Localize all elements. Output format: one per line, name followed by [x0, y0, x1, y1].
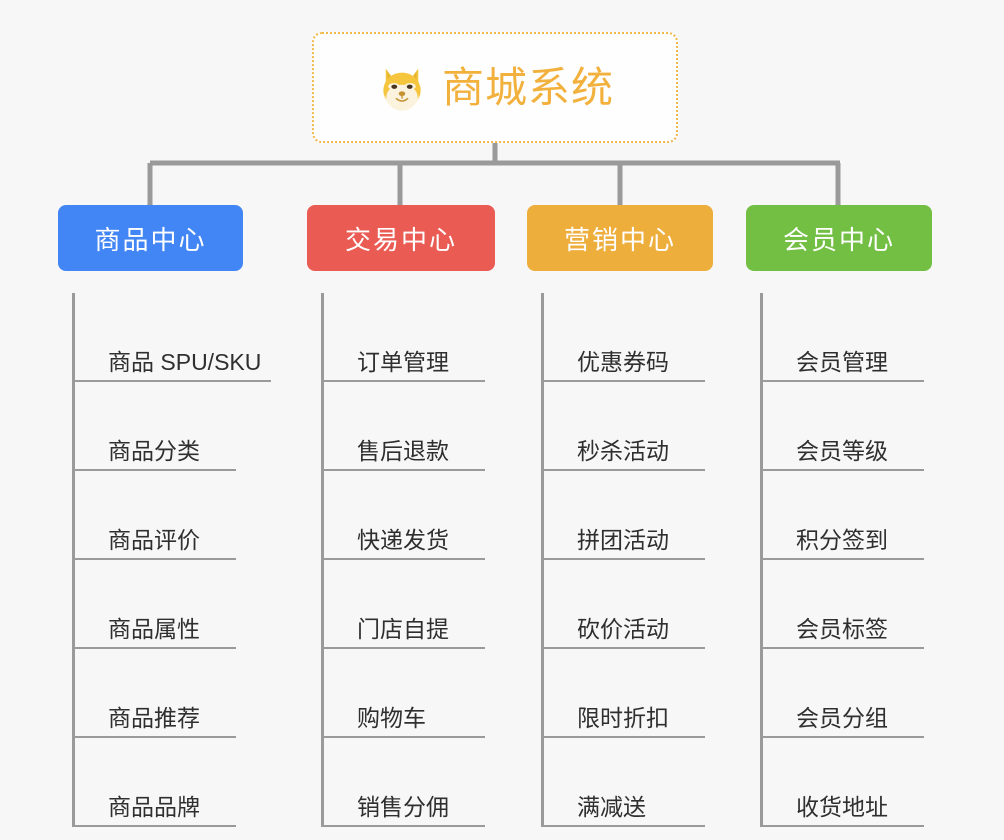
category-label: 交易中心 [344, 224, 457, 255]
leaf-label: 积分签到 [763, 527, 924, 560]
list-item[interactable]: 会员等级 [763, 382, 972, 471]
leaf-label: 购物车 [324, 705, 485, 738]
list-item[interactable]: 商品推荐 [75, 649, 300, 738]
list-item[interactable]: 收货地址 [763, 738, 972, 827]
list-item[interactable]: 商品属性 [75, 560, 300, 649]
list-item[interactable]: 砍价活动 [544, 560, 753, 649]
leaf-label: 商品评价 [75, 527, 236, 560]
category-header-member[interactable]: 会员中心 [746, 205, 932, 271]
list-item[interactable]: 商品分类 [75, 382, 300, 471]
leaf-label: 会员管理 [763, 349, 924, 382]
list-item[interactable]: 商品评价 [75, 471, 300, 560]
list-item[interactable]: 商品品牌 [75, 738, 300, 827]
category-column-trade: 交易中心 订单管理 售后退款 快递发货 门店自提 购物车 销售分佣 [307, 205, 533, 827]
leaf-label: 砍价活动 [544, 616, 705, 649]
list-item[interactable]: 门店自提 [324, 560, 533, 649]
leaf-label: 会员等级 [763, 438, 924, 471]
leaf-label: 优惠券码 [544, 349, 705, 382]
leaf-label: 会员分组 [763, 705, 924, 738]
list-item[interactable]: 订单管理 [324, 293, 533, 382]
category-column-member: 会员中心 会员管理 会员等级 积分签到 会员标签 会员分组 收货地址 [746, 205, 972, 827]
root-node[interactable]: 商城系统 [312, 32, 678, 143]
root-node-label: 商城系统 [441, 63, 614, 111]
leaf-list-marketing: 优惠券码 秒杀活动 拼团活动 砍价活动 限时折扣 满减送 [541, 293, 753, 827]
category-header-trade[interactable]: 交易中心 [307, 205, 495, 271]
list-item[interactable]: 售后退款 [324, 382, 533, 471]
list-item[interactable]: 购物车 [324, 649, 533, 738]
leaf-label: 满减送 [544, 794, 705, 827]
leaf-label: 快递发货 [324, 527, 485, 560]
list-item[interactable]: 会员管理 [763, 293, 972, 382]
leaf-list-member: 会员管理 会员等级 积分签到 会员标签 会员分组 收货地址 [760, 293, 972, 827]
list-item[interactable]: 满减送 [544, 738, 753, 827]
category-column-product: 商品中心 商品 SPU/SKU 商品分类 商品评价 商品属性 商品推荐 商品品牌 [58, 205, 300, 827]
leaf-label: 秒杀活动 [544, 438, 705, 471]
leaf-label: 商品分类 [75, 438, 236, 471]
leaf-label: 售后退款 [324, 438, 485, 471]
leaf-label: 会员标签 [763, 616, 924, 649]
leaf-label: 商品属性 [75, 616, 236, 649]
list-item[interactable]: 拼团活动 [544, 471, 753, 560]
list-item[interactable]: 限时折扣 [544, 649, 753, 738]
category-label: 商品中心 [94, 224, 207, 255]
leaf-label: 收货地址 [763, 794, 924, 827]
leaf-label: 限时折扣 [544, 705, 705, 738]
list-item[interactable]: 商品 SPU/SKU [75, 293, 300, 382]
leaf-list-trade: 订单管理 售后退款 快递发货 门店自提 购物车 销售分佣 [321, 293, 533, 827]
category-header-marketing[interactable]: 营销中心 [527, 205, 713, 271]
leaf-label: 商品品牌 [75, 794, 236, 827]
list-item[interactable]: 秒杀活动 [544, 382, 753, 471]
category-header-product[interactable]: 商品中心 [58, 205, 243, 271]
list-item[interactable]: 积分签到 [763, 471, 972, 560]
leaf-label: 门店自提 [324, 616, 485, 649]
category-label: 会员中心 [782, 224, 895, 255]
leaf-label: 商品 SPU/SKU [75, 349, 272, 382]
leaf-label: 销售分佣 [324, 794, 485, 827]
leaf-label: 拼团活动 [544, 527, 705, 560]
list-item[interactable]: 优惠券码 [544, 293, 753, 382]
shiba-dog-icon [383, 68, 421, 111]
leaf-label: 商品推荐 [75, 705, 236, 738]
leaf-label: 订单管理 [324, 349, 485, 382]
list-item[interactable]: 快递发货 [324, 471, 533, 560]
leaf-list-product: 商品 SPU/SKU 商品分类 商品评价 商品属性 商品推荐 商品品牌 [72, 293, 300, 827]
category-label: 营销中心 [563, 224, 676, 255]
list-item[interactable]: 销售分佣 [324, 738, 533, 827]
list-item[interactable]: 会员标签 [763, 560, 972, 649]
category-column-marketing: 营销中心 优惠券码 秒杀活动 拼团活动 砍价活动 限时折扣 满减送 [527, 205, 753, 827]
list-item[interactable]: 会员分组 [763, 649, 972, 738]
